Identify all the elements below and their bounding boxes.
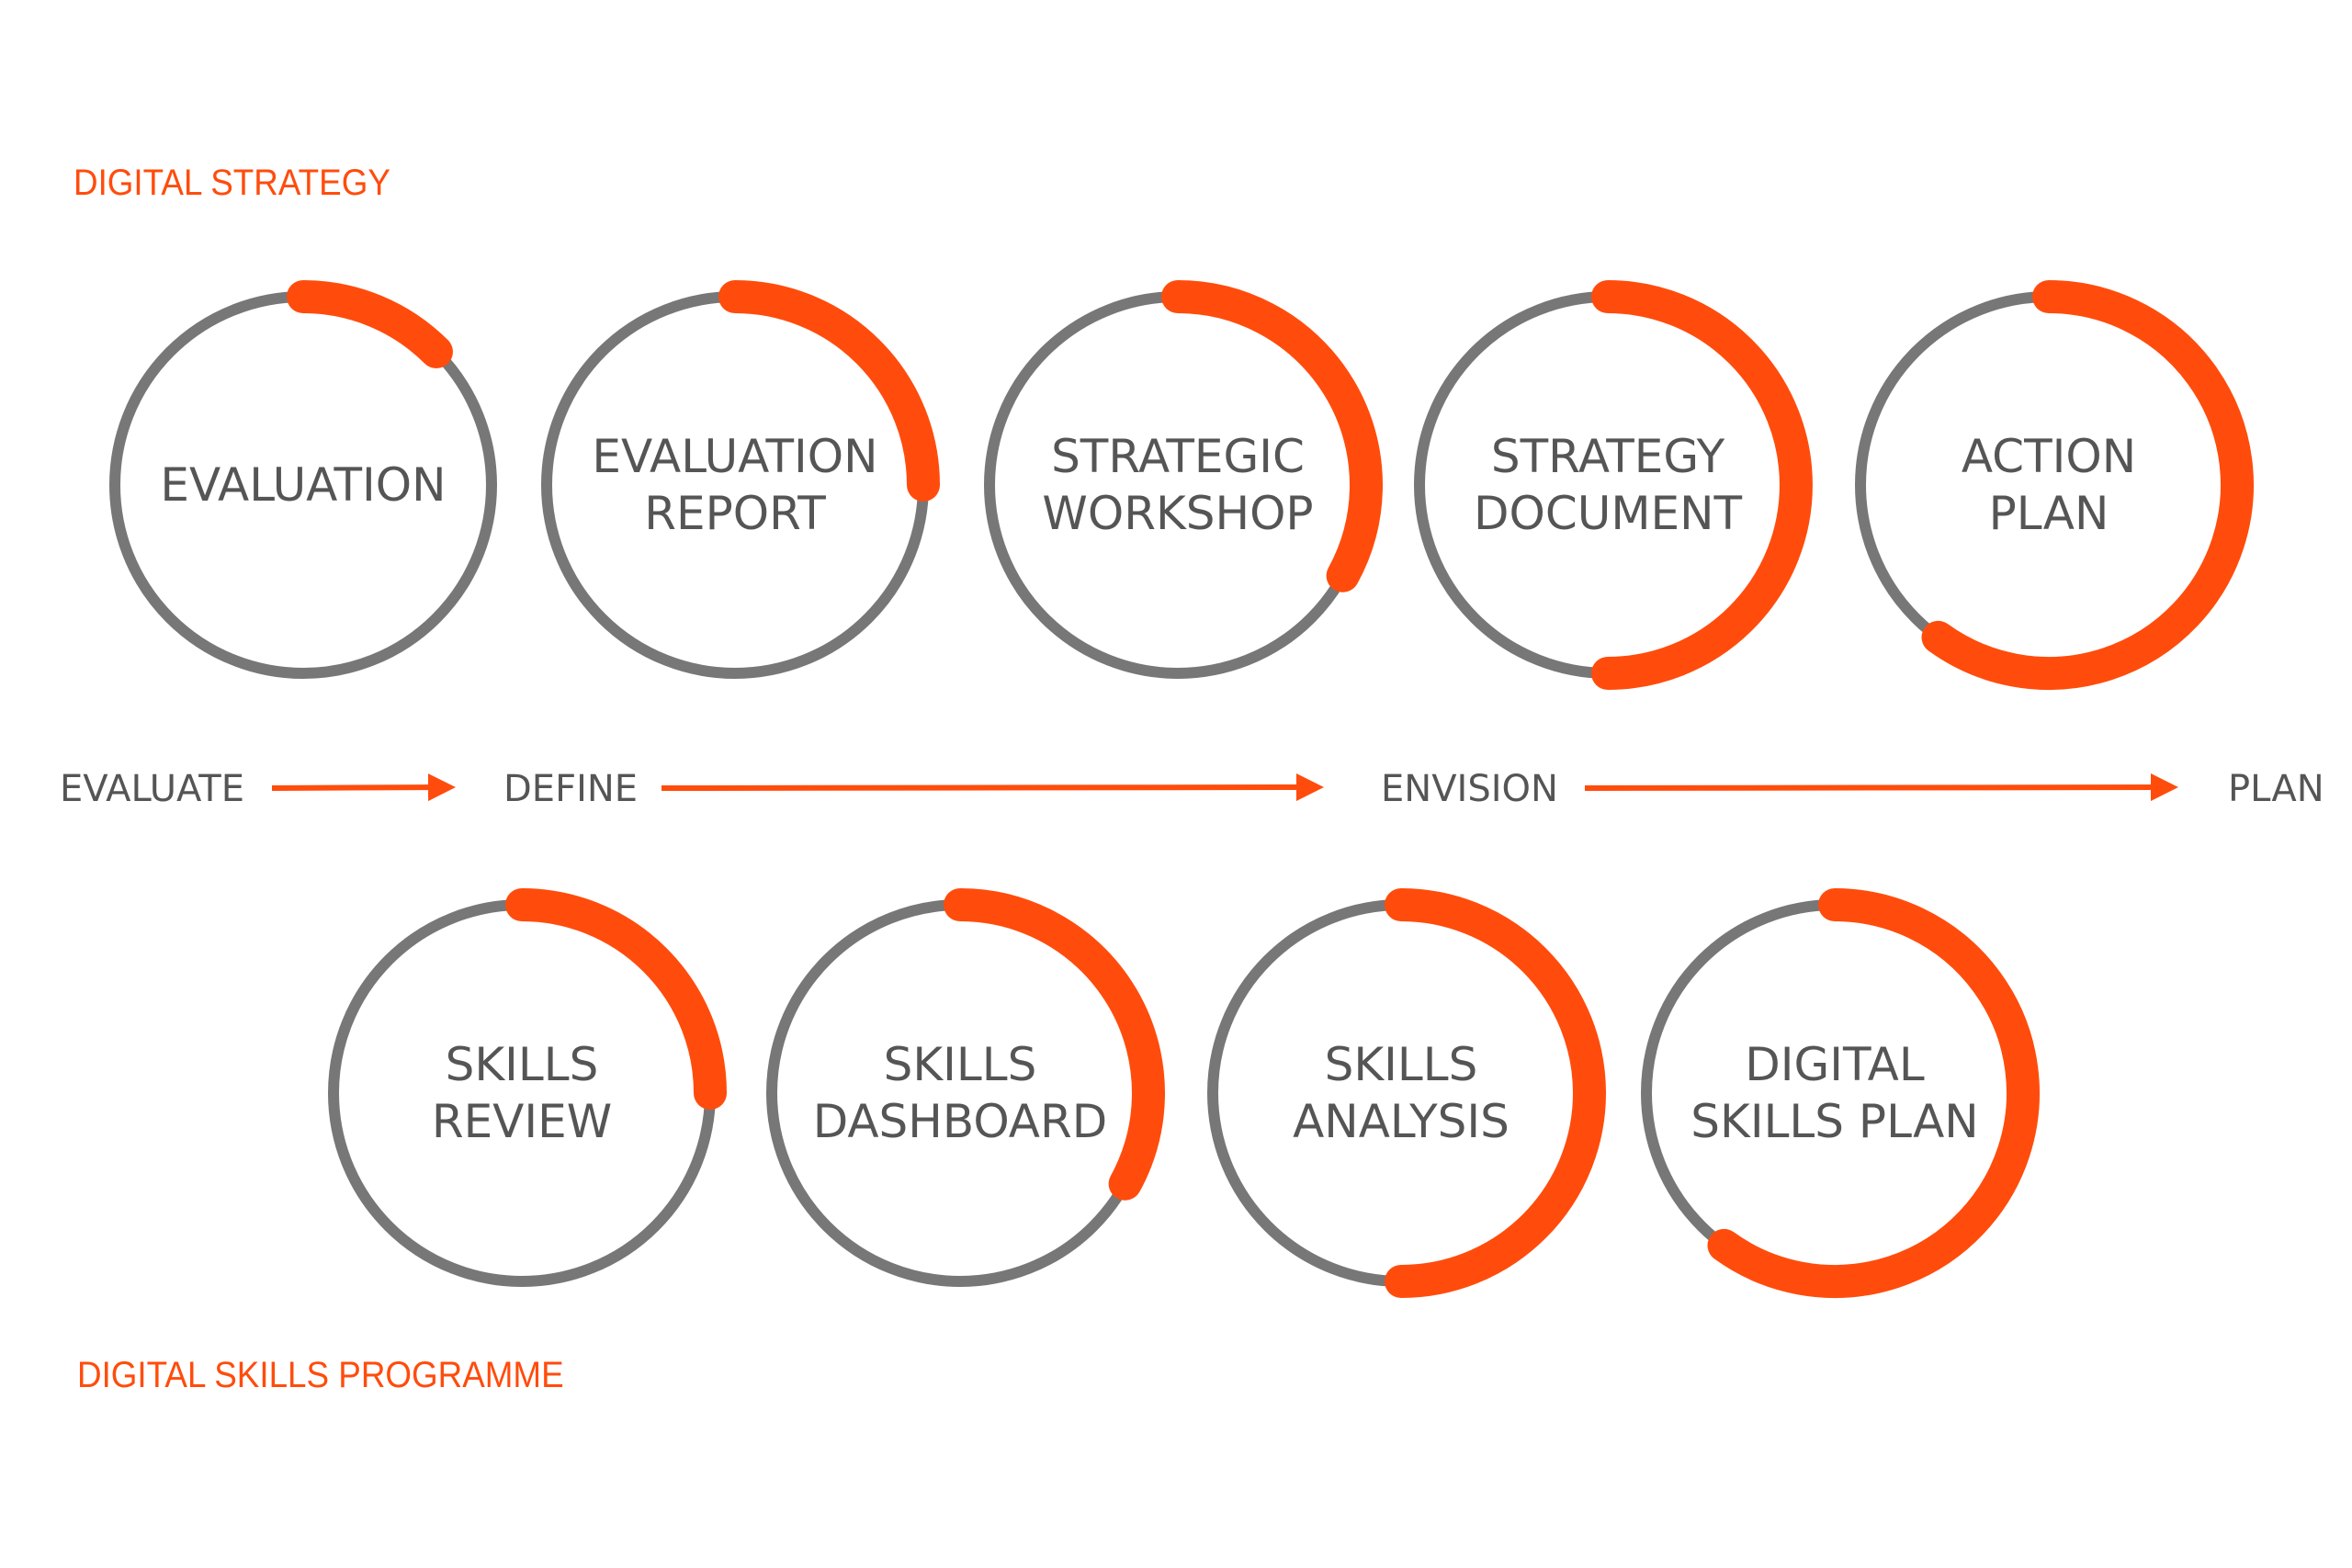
evaluation-report-label-line: EVALUATION — [592, 430, 877, 483]
digital-skills-programme-title: DIGITAL SKILLS PROGRAMME — [77, 1355, 564, 1395]
evaluation-report-label-line: REPORT — [644, 487, 826, 540]
stage-arrow — [1584, 773, 2178, 802]
action-plan-label-line: ACTION — [1962, 430, 2136, 483]
skills-analysis-label-line: ANALYSIS — [1293, 1095, 1510, 1148]
stage-define: DEFINE — [503, 768, 638, 810]
circles-layer: EVALUATIONEVALUATIONREPORTSTRATEGICWORKS… — [109, 280, 2254, 1298]
stage-arrow — [271, 773, 456, 802]
skills-review-label-line: REVIEW — [432, 1095, 612, 1148]
evaluation-label-line: EVALUATION — [160, 458, 446, 512]
action-plan-label-line: PLAN — [1989, 487, 2109, 540]
digital-skills-plan-progress-arc — [1707, 888, 2040, 1298]
stage-arrow — [661, 773, 1324, 802]
timeline: EVALUATE DEFINE ENVISION PLAN — [60, 768, 2324, 810]
skills-review-label-line: SKILLS — [446, 1038, 599, 1091]
stage-evaluate: EVALUATE — [60, 768, 244, 810]
digital-strategy-title: DIGITAL STRATEGY — [74, 163, 390, 203]
strategic-workshop-label-line: WORKSHOP — [1042, 487, 1313, 540]
skills-dashboard-progress-arc — [944, 888, 1165, 1201]
strategy-document-label-line: DOCUMENT — [1474, 487, 1742, 540]
skills-analysis-label-line: SKILLS — [1325, 1038, 1478, 1091]
strategy-document-label-line: STRATEGY — [1491, 430, 1725, 483]
strategic-workshop-label-line: STRATEGIC — [1051, 430, 1305, 483]
skills-dashboard-label-line: SKILLS — [884, 1038, 1037, 1091]
stage-envision: ENVISION — [1381, 768, 1558, 810]
skills-dashboard-label-line: DASHBOARD — [813, 1095, 1108, 1148]
evaluation-report-progress-arc — [718, 280, 940, 502]
stage-plan: PLAN — [2228, 768, 2324, 810]
skills-analysis-progress-arc — [1385, 888, 1606, 1298]
skills-review-progress-arc — [505, 888, 727, 1110]
evaluation-step: EVALUATION — [109, 280, 497, 679]
evaluation-progress-arc — [287, 280, 453, 369]
action-plan-progress-arc — [1921, 280, 2254, 690]
strategy-document-progress-arc — [1591, 280, 1813, 690]
digital-skills-plan-label-line: DIGITAL — [1745, 1038, 1925, 1091]
strategic-workshop-progress-arc — [1161, 280, 1383, 592]
digital-skills-plan-label-line: SKILLS PLAN — [1690, 1095, 1978, 1148]
